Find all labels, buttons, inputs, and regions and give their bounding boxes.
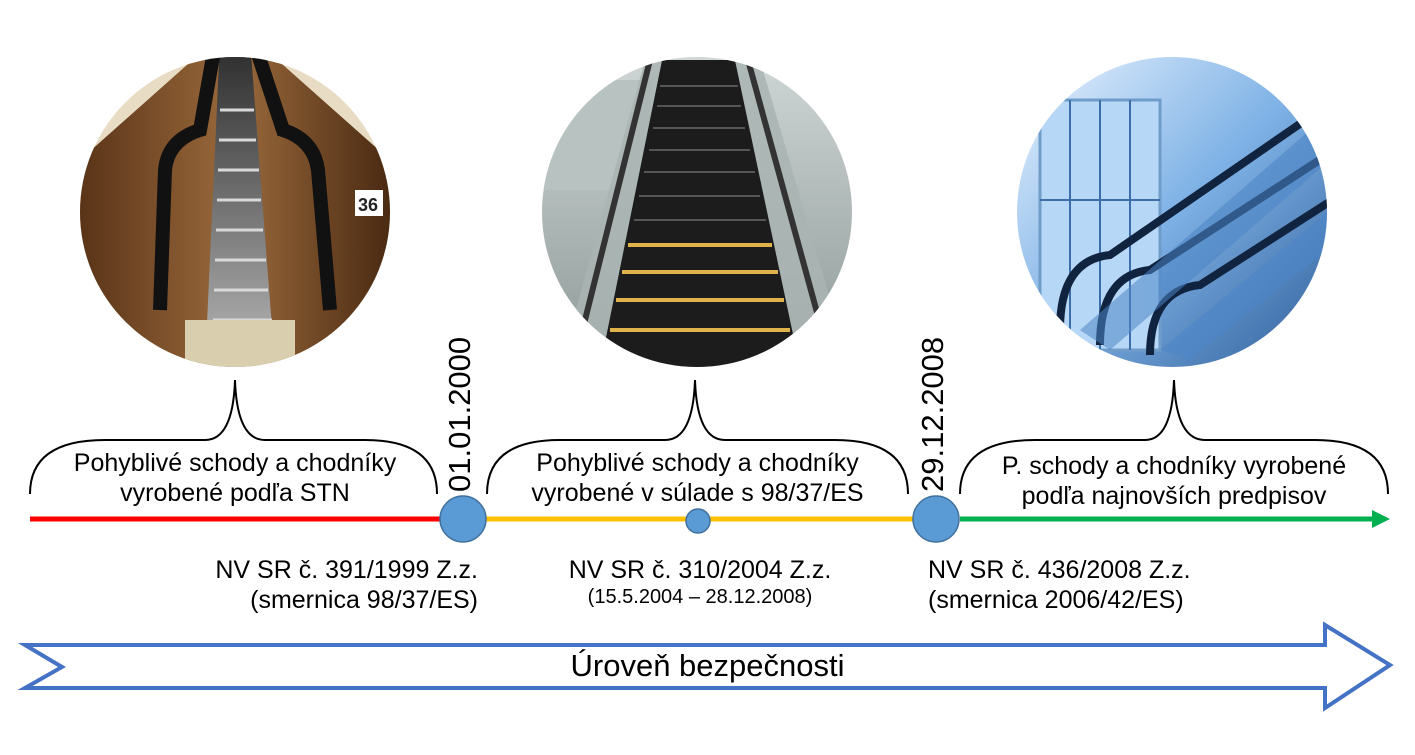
period-1-brace (29, 379, 438, 495)
milestone-2004 (685, 508, 711, 534)
svg-text:36: 36 (358, 195, 378, 215)
old-wooden-escalator-photo: 36 (80, 57, 390, 367)
law-1-label: NV SR č. 391/1999 Z.z. (smernica 98/37/E… (215, 556, 478, 614)
milestone-2008 (912, 495, 960, 543)
law-3-label: NV SR č. 436/2008 Z.z. (smernica 2006/42… (928, 556, 1191, 614)
period-3-brace (959, 379, 1389, 495)
law-2-label: NV SR č. 310/2004 Z.z. (15.5.2004 – 28.1… (568, 556, 832, 608)
safety-level-label: Úroveň bezpečnosti (570, 648, 845, 683)
timeline-arrowhead (1372, 510, 1390, 528)
milestone-2000 (439, 495, 487, 543)
glass-escalators-elevator-photo (1017, 57, 1327, 367)
date-2008: 29.12.2008 (915, 336, 950, 492)
safety-level-arrow (17, 621, 1394, 712)
modern-escalator-photo (542, 57, 852, 367)
date-2000: 01.01.2000 (442, 336, 477, 492)
period-2-brace (486, 379, 909, 495)
